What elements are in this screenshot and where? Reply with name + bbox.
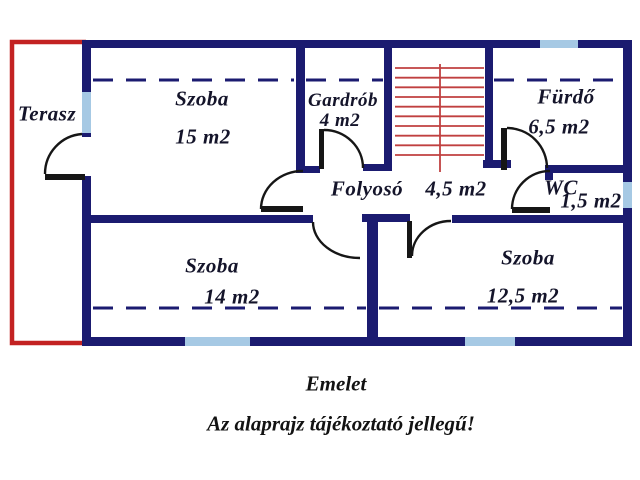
door-leaf-gardrob <box>319 129 324 169</box>
door-arc-szoba-right <box>410 219 452 257</box>
room-area-szoba-top: 15 m2 <box>175 124 231 149</box>
door-leaf-szoba-top <box>261 206 303 212</box>
door-arc-terasz <box>43 132 83 175</box>
door-leaf-wc <box>512 207 550 213</box>
window-szoba-left <box>185 337 250 346</box>
room-label-szoba-top: Szoba <box>175 86 229 111</box>
door-arc-szoba-left <box>311 221 361 260</box>
room-label-wc: WC <box>544 175 578 200</box>
floor-title: Emelet <box>305 371 367 396</box>
room-label-szoba-right: Szoba <box>501 245 555 270</box>
window-szoba-right <box>465 337 515 346</box>
windows <box>82 40 632 346</box>
room-area-folyoso: 4,5 m2 <box>425 176 487 201</box>
door-arc-furdo <box>506 126 549 169</box>
window-wc <box>623 182 632 208</box>
walls <box>82 40 632 346</box>
disclaimer-text: Az alaprajz tájékoztató jellegű! <box>207 411 475 436</box>
room-label-szoba-left: Szoba <box>185 253 239 278</box>
door-arc-wc <box>510 169 551 210</box>
room-area-szoba-left: 14 m2 <box>204 284 260 309</box>
door-arc-szoba-top <box>259 169 304 210</box>
window-terasz <box>82 92 91 133</box>
room-label-furdo: Fürdő <box>537 84 595 109</box>
room-area-wc: 1,5 m2 <box>560 188 622 213</box>
terrace-outline <box>9 39 86 346</box>
door-leaf-szoba-right <box>407 221 412 258</box>
door-arcs <box>43 126 551 260</box>
stairs <box>395 64 484 172</box>
door-leaf-terasz <box>45 174 85 180</box>
room-area-gardrob: 4 m2 <box>319 110 361 131</box>
room-area-szoba-right: 12,5 m2 <box>486 283 560 308</box>
door-leaf-furdo <box>501 128 507 170</box>
door-arc-gardrob <box>323 128 365 169</box>
window-furdo <box>540 40 578 48</box>
dashed-lines <box>93 78 622 310</box>
door-leaves <box>45 128 550 258</box>
room-label-folyoso: Folyosó <box>330 176 404 201</box>
room-area-furdo: 6,5 m2 <box>528 114 590 139</box>
room-label-gardrob: Gardrób <box>307 90 379 111</box>
room-label-terasz: Terasz <box>17 101 77 126</box>
